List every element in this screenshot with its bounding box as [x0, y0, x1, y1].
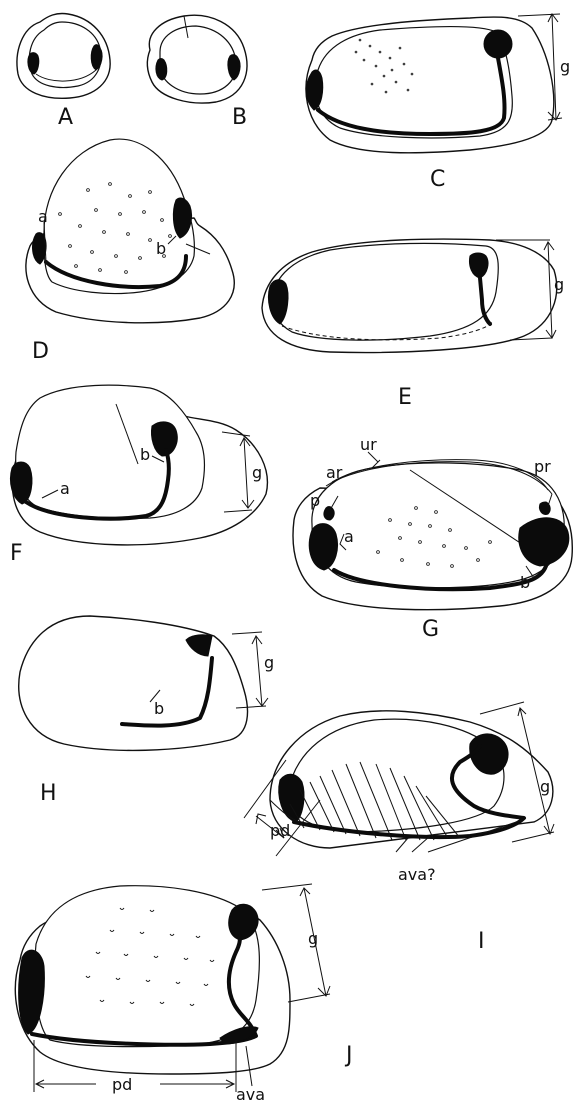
figure-f — [10, 385, 267, 545]
label-g-i: g — [540, 777, 550, 796]
label-b-h: b — [154, 699, 164, 718]
panel-label-a: A — [58, 105, 73, 130]
panel-label-i: I — [478, 929, 485, 954]
panel-label-j: J — [344, 1043, 353, 1068]
label-g-j: g — [308, 929, 318, 948]
label-ava-j: ava — [236, 1085, 265, 1104]
label-p-g: p — [310, 491, 320, 510]
panel-label-b: B — [232, 105, 247, 130]
label-pd-j: pd — [112, 1075, 132, 1094]
panel-label-c: C — [430, 167, 445, 192]
panel-label-d: D — [32, 339, 49, 364]
label-a-d: a — [38, 207, 48, 226]
label-g-e: g — [554, 275, 564, 294]
panel-label-e: E — [398, 385, 412, 410]
label-g-h: g — [264, 653, 274, 672]
figure-d — [26, 139, 234, 323]
panel-label-f: F — [10, 541, 23, 566]
figure-a — [17, 13, 110, 98]
label-a-g: a — [344, 527, 354, 546]
panel-label-h: H — [40, 781, 57, 806]
label-b-d: b — [156, 239, 166, 258]
label-ur-g: ur — [360, 435, 377, 454]
label-ar-g: ar — [326, 463, 343, 482]
figure-b — [147, 15, 247, 103]
label-g-f: g — [252, 463, 262, 482]
label-g-c: g — [560, 57, 570, 76]
figure-e — [262, 239, 557, 352]
figure-c — [306, 14, 562, 153]
label-b-f: b — [140, 445, 150, 464]
figure-h — [19, 616, 268, 750]
label-b-g: b — [520, 573, 530, 592]
label-ava-q-i: ava? — [398, 865, 436, 884]
label-a-f: a — [60, 479, 70, 498]
label-pr-g: pr — [534, 457, 551, 476]
label-pd-i: pd — [270, 821, 290, 840]
figure-j — [15, 884, 330, 1092]
figure-i — [244, 702, 554, 856]
panel-label-g: G — [422, 617, 439, 642]
